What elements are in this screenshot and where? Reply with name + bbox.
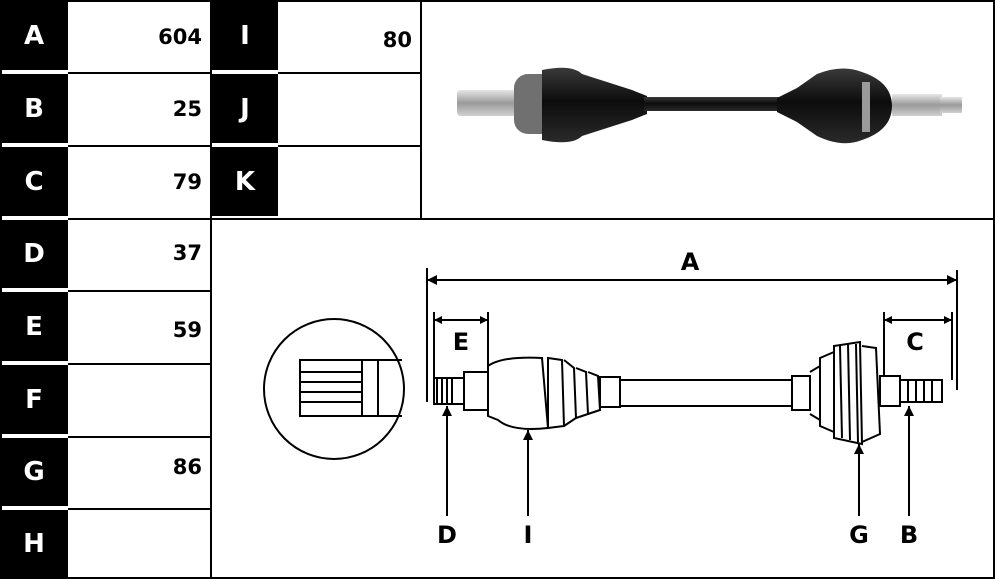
abs-ring bbox=[862, 82, 870, 132]
arrow-head bbox=[442, 406, 452, 416]
value-text: 86 bbox=[172, 455, 202, 479]
value-text: 25 bbox=[172, 97, 202, 121]
spline-detail bbox=[299, 359, 402, 417]
key-cell-e: E bbox=[0, 292, 68, 361]
grid-line bbox=[68, 508, 210, 510]
arrow-head bbox=[427, 275, 437, 285]
value-cell-k bbox=[280, 147, 420, 217]
value-cell-g: 86 bbox=[68, 438, 210, 496]
grid-line bbox=[0, 0, 2, 579]
label-g: G bbox=[849, 521, 869, 549]
value-cell-h bbox=[68, 510, 210, 577]
grid-line bbox=[278, 72, 420, 74]
value-cell-b: 25 bbox=[68, 74, 210, 144]
grid-line bbox=[68, 290, 210, 292]
label-c: C bbox=[906, 328, 924, 356]
grid-line bbox=[278, 145, 420, 147]
key-label: K bbox=[234, 166, 256, 197]
key-label: C bbox=[24, 166, 44, 197]
key-label: J bbox=[240, 93, 250, 124]
key-cell-i: I bbox=[212, 2, 278, 70]
grid-line bbox=[68, 436, 210, 438]
label-b: B bbox=[900, 521, 918, 549]
key-cell-g: G bbox=[0, 438, 68, 506]
thread-end bbox=[940, 97, 962, 113]
key-cell-c: C bbox=[0, 147, 68, 216]
shaft-bar bbox=[644, 97, 784, 111]
value-text: 59 bbox=[172, 318, 202, 342]
key-label: H bbox=[23, 528, 45, 559]
grid-line bbox=[210, 0, 212, 579]
grid-line bbox=[420, 0, 422, 218]
grid-line bbox=[993, 0, 995, 579]
key-cell-b: B bbox=[0, 74, 68, 143]
value-text: 604 bbox=[158, 25, 202, 49]
label-d: D bbox=[437, 521, 457, 549]
label-e: E bbox=[453, 328, 469, 356]
value-cell-j bbox=[280, 74, 420, 144]
key-cell-h: H bbox=[0, 510, 68, 577]
key-label: F bbox=[25, 384, 43, 415]
arrow-head bbox=[884, 316, 892, 324]
shaft-outline bbox=[433, 340, 943, 446]
right-spline-stub bbox=[892, 94, 942, 116]
grid-line bbox=[68, 363, 210, 365]
arrow-head bbox=[944, 316, 952, 324]
key-label: I bbox=[240, 21, 250, 51]
grid-line bbox=[210, 218, 995, 220]
key-label: B bbox=[24, 93, 44, 124]
grid-line bbox=[0, 577, 995, 579]
key-cell-a: A bbox=[0, 2, 68, 70]
label-i: I bbox=[524, 521, 533, 549]
value-text: 79 bbox=[172, 170, 202, 194]
left-spline-stub bbox=[457, 90, 517, 116]
value-cell-e: 59 bbox=[68, 292, 210, 368]
key-label: E bbox=[25, 311, 43, 342]
grid-line bbox=[68, 145, 210, 147]
arrow-head bbox=[947, 275, 957, 285]
arrow-head bbox=[523, 430, 533, 440]
key-label: D bbox=[23, 239, 45, 269]
value-cell-f bbox=[68, 365, 210, 434]
arrow-head bbox=[904, 406, 914, 416]
key-cell-f: F bbox=[0, 365, 68, 434]
value-text: 37 bbox=[172, 241, 202, 265]
key-cell-d: D bbox=[0, 220, 68, 288]
value-text: 80 bbox=[382, 28, 412, 52]
value-cell-c: 79 bbox=[68, 147, 210, 217]
dimension-drawing: A E C D I G B bbox=[263, 248, 958, 549]
grid-line bbox=[0, 0, 995, 2]
spline-detail-circle bbox=[263, 318, 405, 460]
drive-shaft-photo bbox=[457, 67, 962, 144]
grid-line bbox=[68, 218, 210, 220]
left-boot bbox=[542, 67, 647, 143]
key-cell-k: K bbox=[212, 147, 278, 216]
value-cell-a: 604 bbox=[68, 2, 210, 72]
arrow-head bbox=[480, 316, 488, 324]
key-label: G bbox=[23, 457, 45, 487]
arrow-head bbox=[434, 316, 442, 324]
key-label: A bbox=[23, 21, 45, 51]
value-cell-i: 80 bbox=[280, 2, 420, 78]
right-boot bbox=[777, 68, 892, 144]
value-cell-d: 37 bbox=[68, 220, 210, 286]
key-cell-j: J bbox=[212, 74, 278, 143]
label-a: A bbox=[681, 248, 700, 276]
grid-line bbox=[68, 72, 210, 74]
arrow-head bbox=[854, 444, 864, 454]
